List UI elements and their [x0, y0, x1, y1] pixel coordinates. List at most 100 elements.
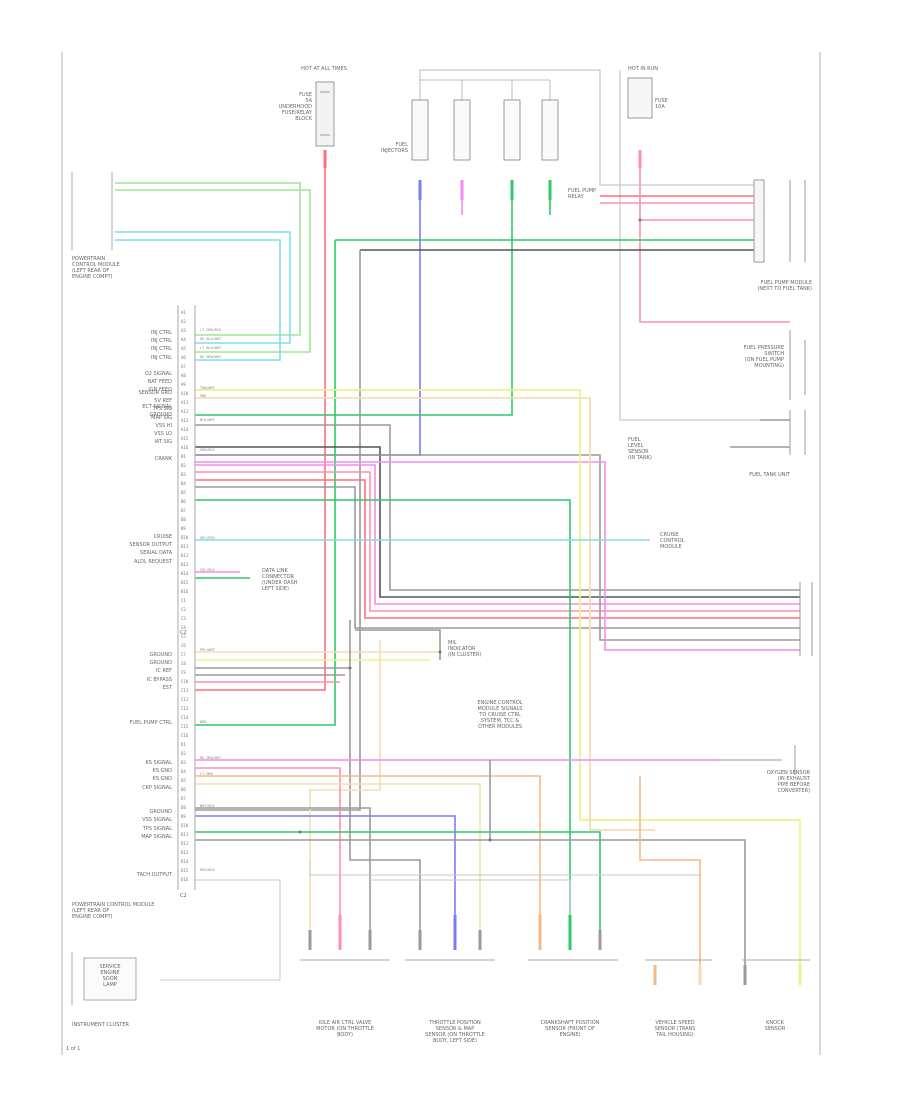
pcm-function-label: BAT FEED	[147, 379, 172, 386]
pcm-pin-number: B11	[181, 544, 189, 549]
wire-tag-7: BLK/WHT	[200, 418, 215, 422]
pcm-pin-number: A12	[181, 409, 189, 414]
pcm-function-label: SERIAL DATA	[140, 550, 172, 557]
wire-tag-12: BRN	[200, 720, 207, 724]
pcm-function-label: EST	[162, 684, 172, 691]
pcm-pin-number: A9	[181, 382, 186, 387]
pcm-function-label: TPS SIGNAL	[142, 825, 172, 832]
wire-tag-4: DK GRN/WHT	[200, 355, 222, 359]
pcm-pin-number: A3	[181, 328, 186, 333]
pcm-pin-number: C1	[181, 598, 186, 603]
pcm-pin-number: A5	[181, 346, 186, 351]
mil-splice-label: MIL INDICATOR (IN CLUSTER)	[448, 640, 482, 658]
pcm-function-label: FUEL PUMP CTRL	[129, 720, 172, 726]
pcm-function-label: CKP SIGNAL	[142, 784, 172, 791]
fuel-injectors-label: FUEL INJECTORS	[381, 142, 408, 154]
pcm-pin-number: D12	[181, 841, 189, 846]
fuel-pump-connector	[753, 179, 806, 263]
pcm-pin-number: B1	[181, 454, 186, 459]
fuel-tank-connector	[789, 410, 806, 455]
hot-fuse-label: HOT AT ALL TIMES	[301, 66, 347, 72]
pcm-pin-number: A14	[181, 427, 189, 432]
pcm-pin-number: B9	[181, 526, 186, 531]
bottom-label-5: KNOCK SENSOR	[764, 1020, 786, 1032]
wire-fuel-pump	[195, 150, 790, 811]
wire-tag-11: PPL/WHT	[200, 648, 215, 652]
pcm-pin-number: C9	[181, 670, 186, 675]
wire-tag-13: DK GRN/WHT	[200, 756, 222, 760]
hot-in-run-label: HOT IN RUN	[628, 66, 659, 72]
pcm-pin-number: B16	[181, 589, 189, 594]
pcm-pin-number: C3	[181, 616, 186, 621]
fuel-pressure-switch-label: FUEL PRESSURE SWITCH (ON FUEL PUMP MOUNT…	[743, 345, 784, 369]
hot-fuse-block	[315, 81, 335, 147]
pcm-pin-number: C6	[181, 643, 186, 648]
pcm-pin-number: C16	[181, 733, 189, 738]
pcm-function-label: SENSOR OUTPUT	[129, 542, 172, 549]
pcm-pin-number: A7	[181, 364, 186, 369]
top-left-connector	[71, 172, 113, 250]
pcm-function-label: INJ CTRL	[150, 330, 172, 336]
wire-tag-14: LT GRN	[200, 772, 213, 776]
page-frame	[61, 52, 821, 1055]
pcm-pin-number: D5	[181, 778, 186, 783]
pcm-function-label: IC REF	[155, 668, 172, 675]
pcm-pin-number: D11	[181, 832, 189, 837]
pcm-pin-number: A15	[181, 436, 189, 441]
pcm-pin-number: C13	[181, 706, 189, 711]
pcm-pin-number: B4	[181, 481, 186, 486]
junction-dots	[298, 218, 642, 842]
pcm-pin-number: D13	[181, 850, 189, 855]
pcm-pin-number: B13	[181, 562, 189, 567]
pcm-pin-number: D8	[181, 805, 186, 810]
wire-tag-2: DK BLU/WHT	[200, 337, 222, 341]
pcm-function-label: GROUND	[149, 660, 172, 667]
pcm-function-label: GROUND	[149, 652, 172, 658]
wire-fuel-tank	[730, 419, 790, 448]
pcm-pin-number: B15	[181, 580, 189, 585]
pcm-pin-number: C14	[181, 715, 189, 720]
pcm-function-label: CRANK	[154, 455, 172, 462]
pcm-pin-number: C15	[181, 724, 189, 729]
pcm-function-label: IGN FEED	[148, 387, 172, 394]
pcm-bottom-connector: C2	[180, 893, 187, 899]
pcm-function-label: ALDL REQUEST	[133, 558, 172, 565]
pcm-pin-number: B3	[181, 472, 186, 477]
pcm-pin-number: D6	[181, 787, 186, 792]
pcm-pin-number: B6	[181, 499, 186, 504]
pcm-pin-number: C10	[181, 679, 189, 684]
pcm-pin-number: C2	[181, 607, 186, 612]
wire-group-top-left	[115, 182, 311, 361]
wire-tag-1: LT GRN/BLK	[200, 328, 222, 332]
pcm-pin-number: B12	[181, 553, 189, 558]
bottom-label-2: THROTTLE POSITION SENSOR & MAP SENSOR (O…	[425, 1020, 485, 1044]
wire-red-feed	[195, 150, 326, 691]
pcm-pin-number: D16	[181, 877, 189, 882]
wire-relay-frame	[419, 69, 760, 421]
engine-control-label: ENGINE CONTROL MODULE SIGNALS TO CRUISE …	[477, 700, 523, 730]
bottom-stubs	[308, 150, 802, 985]
wire-tag-16: RED/BLK	[200, 868, 215, 872]
instrument-cluster-block	[71, 952, 137, 1005]
wire-green-output	[195, 571, 250, 579]
pcm-pin-number: D4	[181, 769, 186, 774]
pcm-pin-number: C7	[181, 652, 186, 657]
wire-tag-3: LT BLU/WHT	[200, 346, 222, 350]
wire-bottom-frame	[160, 860, 700, 981]
pcm-pin-number: C5	[181, 634, 186, 639]
pcm-pin-number: A10	[181, 391, 189, 396]
pcm-function-label: KS SIGNAL	[145, 760, 172, 766]
pcm-function-label: IAT SIG	[154, 439, 172, 446]
pcm-function-label: KS GND	[152, 768, 172, 775]
hot-in-run-fuse	[627, 77, 653, 119]
fuel-injector-relays	[411, 99, 559, 161]
pcm-pin-number: A6	[181, 355, 186, 360]
pcm-pin-number: D9	[181, 814, 186, 819]
instrument-cluster-label: INSTRUMENT CLUSTER	[72, 1022, 129, 1028]
pcm-function-label: TPS SIG	[152, 406, 172, 413]
wire-lower	[195, 759, 746, 985]
hot-fuse-block-label: FUSE 5A UNDERHOOD FUSE/RELAY BLOCK	[278, 92, 312, 122]
wire-tag-6: PNK	[200, 394, 207, 398]
wire-junction	[195, 620, 441, 935]
fuel-pump-relay-label: FUEL PUMP RELAY	[568, 188, 597, 200]
